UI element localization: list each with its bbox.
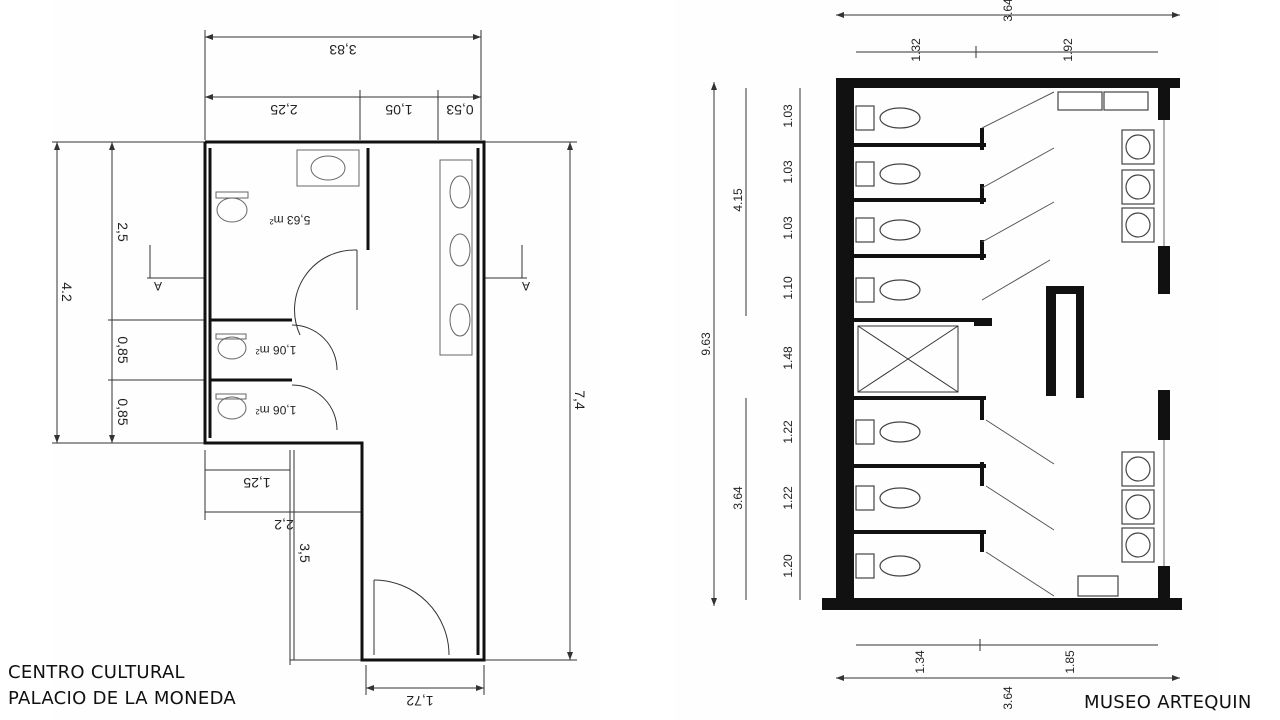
dim-w-bottom2: 2,2	[274, 517, 294, 533]
dim-bottom-total: 3.64	[1001, 686, 1015, 710]
section-mark-left: A	[154, 279, 162, 293]
dim-group-lower: 3.64	[731, 486, 745, 510]
dim-seg2: 1,05	[385, 102, 412, 118]
right-plan-caption: MUSEO ARTEQUIN	[1084, 692, 1252, 713]
caption-line-2: PALACIO DE LA MONEDA	[8, 688, 237, 709]
dim-height-total: 4.2	[59, 282, 75, 302]
dim-stall4: 1.10	[781, 276, 795, 300]
dim-w-bottom1: 1,25	[243, 475, 270, 491]
dim-top-left: 1.32	[909, 38, 923, 62]
dim-stall2: 1.03	[781, 160, 795, 184]
dim-stall5: 1.22	[781, 420, 795, 444]
left-plan-drawing: 3,83 2,25 1,05 0,53 4.2 2,5 0,85 0,85 7,…	[52, 30, 588, 709]
left-plan-caption: CENTRO CULTURAL PALACIO DE LA MONEDA	[8, 660, 236, 712]
area-room: 5,63 m²	[270, 213, 311, 227]
dim-stall3: 1.03	[781, 216, 795, 240]
dim-bottom-right: 1.85	[1063, 650, 1077, 674]
dim-seg3: 0,53	[446, 102, 473, 118]
right-floor-plan: 3.64 1.32 1.92 1.34 1.85 3.64 9.63 4.15 …	[674, 0, 1220, 720]
section-mark-right: A	[522, 279, 530, 293]
dim-h-stall1: 0,85	[115, 336, 131, 363]
right-plan-drawing: 3.64 1.32 1.92 1.34 1.85 3.64 9.63 4.15 …	[699, 0, 1182, 710]
area-stall1: 1,06 m²	[256, 343, 297, 357]
dim-group-upper: 4.15	[731, 188, 745, 212]
left-floor-plan: 3,83 2,25 1,05 0,53 4.2 2,5 0,85 0,85 7,…	[52, 0, 600, 720]
area-stall2: 1,06 m²	[256, 403, 297, 417]
dim-total-width: 3,83	[329, 42, 356, 58]
dim-seg1: 2,25	[270, 102, 297, 118]
dim-shower: 1.48	[781, 346, 795, 370]
caption-line-1: CENTRO CULTURAL	[8, 662, 185, 683]
dim-top-total: 3.64	[1001, 0, 1015, 22]
dim-height-overall: 7,4	[572, 390, 588, 410]
dim-stall6: 1.22	[781, 486, 795, 510]
dim-h-corridor: 3,5	[297, 543, 313, 563]
dim-bottom-left: 1.34	[913, 650, 927, 674]
dim-w-door: 1,72	[406, 693, 433, 709]
dim-stall1: 1.03	[781, 104, 795, 128]
dim-stall7: 1.20	[781, 554, 795, 578]
dim-overall-height: 9.63	[699, 332, 713, 356]
dim-top-right: 1.92	[1061, 38, 1075, 62]
dim-h-room: 2,5	[115, 222, 131, 242]
dim-h-stall2: 0,85	[115, 398, 131, 425]
